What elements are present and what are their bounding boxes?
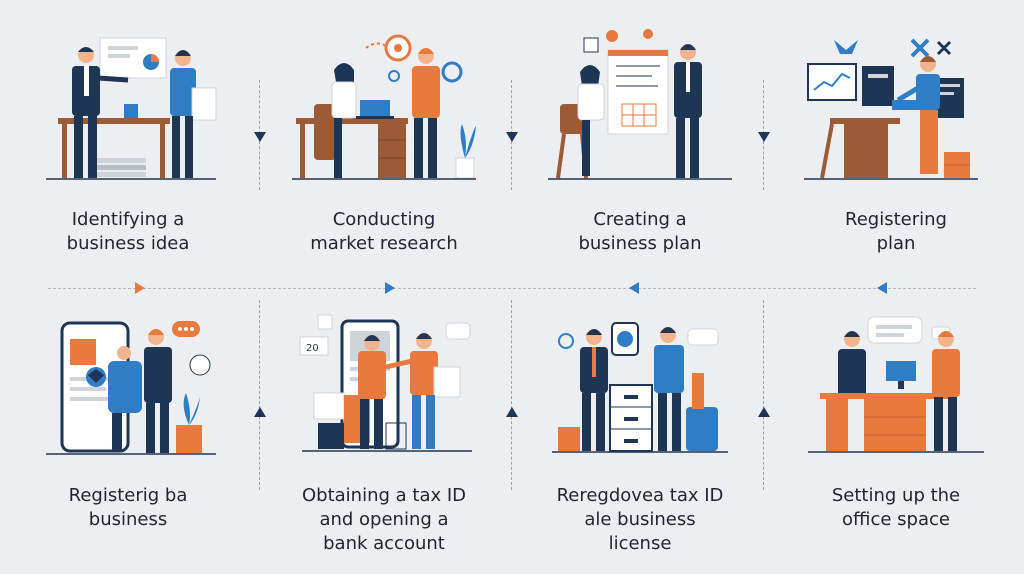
presentation-meeting-icon	[46, 37, 217, 180]
research-desk-icon	[292, 34, 476, 180]
column-divider-5	[511, 300, 512, 490]
svg-text:20: 20	[306, 343, 319, 354]
planning-board-icon	[548, 29, 732, 180]
registration-workstation-icon	[804, 38, 978, 180]
column-divider-4	[259, 300, 260, 490]
step-3: Creating a business plan	[512, 0, 768, 287]
step-6: 20 Obtaining a tax ID an	[256, 287, 512, 574]
step-caption: Obtaining a tax ID and opening a bank ac…	[301, 485, 467, 554]
arrow-left-icon	[629, 282, 639, 294]
tax-id-bank-icon: 20	[299, 314, 472, 452]
step-caption: Registerig ba business	[68, 485, 188, 530]
row-divider	[48, 288, 976, 289]
step-caption: Registering plan	[845, 209, 947, 254]
arrow-left-icon	[877, 282, 887, 294]
step-7: Reregdovea tax ID ale business license	[512, 287, 768, 574]
step-4: Registering plan	[768, 0, 1024, 287]
arrow-up-icon	[506, 407, 518, 417]
step-5: Registerig ba business	[0, 287, 256, 574]
step-8: Setting up the office space	[768, 287, 1024, 574]
step-1: Identifying a business idea	[0, 0, 256, 287]
arrow-right-icon	[385, 282, 395, 294]
arrow-up-icon	[254, 407, 266, 417]
step-caption: Conducting market research	[310, 209, 458, 254]
arrow-down-icon	[254, 132, 266, 142]
arrow-down-icon	[506, 132, 518, 142]
step-2: Conducting market research	[256, 0, 512, 287]
office-setup-icon	[808, 316, 984, 453]
arrow-right-icon	[135, 282, 145, 294]
step-caption: Setting up the office space	[831, 485, 961, 530]
step-caption: Identifying a business idea	[66, 209, 190, 254]
arrow-down-icon	[758, 132, 770, 142]
arrow-up-icon	[758, 407, 770, 417]
step-caption: Creating a business plan	[578, 209, 702, 254]
mobile-registration-icon	[46, 321, 216, 455]
step-caption: Reregdovea tax ID ale business license	[556, 485, 724, 554]
license-filing-icon	[552, 322, 728, 453]
column-divider-6	[763, 300, 764, 490]
